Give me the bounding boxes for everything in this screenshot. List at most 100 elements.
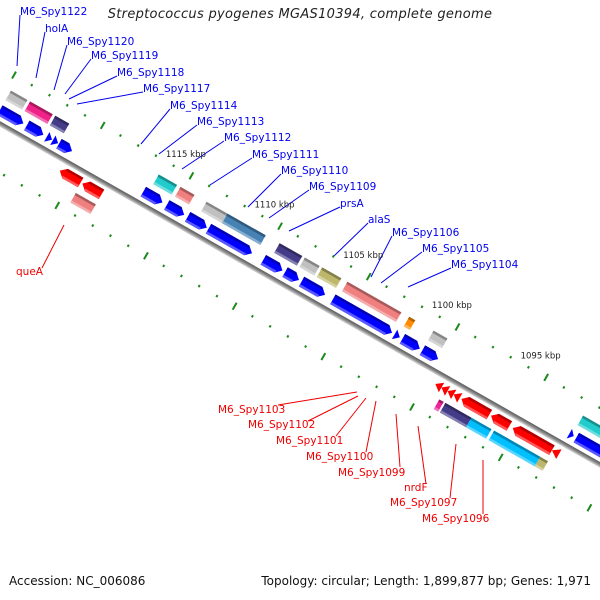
forward-leader-line	[68, 75, 118, 100]
forward-gene-label[interactable]: M6_Spy1113	[197, 116, 264, 128]
cds-feature-rev[interactable]	[510, 423, 555, 455]
forward-gene-label[interactable]: prsA	[340, 198, 364, 210]
minor-tick	[38, 193, 41, 197]
cds-feature-rev[interactable]	[459, 394, 493, 420]
forward-gene-label[interactable]: M6_Spy1120	[67, 36, 134, 48]
reverse-leader-line	[307, 395, 359, 422]
forward-gene-label[interactable]: M6_Spy1105	[422, 243, 489, 255]
minor-tick	[207, 184, 211, 188]
gene-feature-fwd[interactable]	[299, 257, 320, 276]
gene-feature-fwd[interactable]	[5, 90, 28, 110]
forward-gene-label[interactable]: M6_Spy1110	[281, 165, 348, 177]
cds-feature-rev[interactable]	[80, 179, 105, 200]
reverse-gene-label[interactable]: M6_Spy1102	[248, 419, 315, 431]
cds-feature-fwd[interactable]	[140, 186, 166, 207]
minor-tick	[215, 294, 219, 298]
reverse-gene-label[interactable]: queA	[16, 266, 44, 278]
kbp-label: 1105 kbp	[343, 251, 383, 261]
gene-feature-rev[interactable]	[70, 192, 96, 214]
reverse-gene-label[interactable]: M6_Spy1103	[218, 404, 285, 416]
gene-feature-fwd[interactable]	[24, 101, 53, 124]
gene-feature-fwd[interactable]	[274, 243, 303, 266]
forward-gene-label[interactable]: M6_Spy1104	[451, 259, 519, 271]
cds-feature-fwd[interactable]	[184, 212, 210, 232]
cds-feature-rev[interactable]	[445, 386, 457, 400]
cds-feature-fwd[interactable]	[399, 334, 423, 353]
gene-feature-fwd[interactable]	[201, 201, 228, 224]
minor-tick	[446, 425, 449, 429]
reverse-gene-label[interactable]: nrdF	[404, 482, 428, 494]
cds-feature-fwd[interactable]	[330, 294, 395, 338]
forward-gene-label[interactable]: M6_Spy1114	[170, 100, 238, 112]
cds-feature-rev[interactable]	[57, 166, 84, 188]
reverse-gene-label[interactable]: M6_Spy1097	[390, 497, 457, 509]
reverse-gene-label[interactable]: M6_Spy1100	[306, 451, 373, 463]
cds-feature-fwd[interactable]	[573, 432, 600, 463]
gene-feature-rev[interactable]	[534, 456, 548, 471]
reverse-leader-line	[449, 443, 457, 499]
gene-feature-fwd[interactable]	[403, 316, 416, 330]
gene-feature-fwd[interactable]	[428, 330, 448, 349]
gene-feature-fwd[interactable]	[342, 281, 402, 322]
minor-tick	[73, 213, 77, 218]
cds-feature-rev[interactable]	[439, 383, 451, 396]
reverse-leader-line	[277, 391, 358, 406]
forward-gene-label[interactable]: M6_Spy1119	[91, 50, 158, 62]
gene-feature-rev[interactable]	[433, 399, 444, 412]
major-tick	[320, 352, 327, 361]
cds-feature-fwd[interactable]	[391, 329, 403, 343]
gene-feature-fwd[interactable]	[222, 213, 266, 245]
cds-feature-fwd[interactable]	[44, 132, 55, 145]
cds-feature-fwd[interactable]	[566, 428, 577, 441]
cds-feature-fwd[interactable]	[24, 120, 46, 140]
reverse-gene-label[interactable]: M6_Spy1101	[276, 435, 343, 447]
forward-gene-label[interactable]: M6_Spy1106	[392, 227, 460, 239]
cds-feature-fwd[interactable]	[282, 267, 301, 284]
minor-tick	[357, 375, 361, 379]
gene-feature-rev[interactable]	[439, 402, 472, 428]
minor-tick	[428, 415, 432, 419]
cds-feature-rev[interactable]	[433, 379, 445, 393]
gene-feature-fwd[interactable]	[153, 174, 178, 195]
cds-feature-fwd[interactable]	[419, 345, 441, 363]
forward-leader-line	[53, 44, 68, 91]
minor-tick	[296, 234, 300, 238]
minor-tick	[597, 406, 600, 410]
gene-feature-fwd[interactable]	[577, 415, 600, 449]
reverse-gene-label[interactable]: M6_Spy1096	[422, 513, 490, 525]
major-tick	[543, 373, 550, 382]
backbone-shadow	[0, 91, 600, 541]
gene-feature-fwd[interactable]	[316, 267, 342, 288]
cds-feature-rev[interactable]	[488, 411, 513, 431]
gene-feature-rev[interactable]	[488, 430, 541, 467]
gene-feature-fwd[interactable]	[49, 115, 70, 134]
forward-gene-label[interactable]: M6_Spy1111	[252, 149, 319, 161]
cds-feature-fwd[interactable]	[298, 276, 328, 300]
major-tick	[99, 121, 106, 130]
minor-tick	[286, 334, 290, 338]
major-tick	[54, 201, 61, 210]
minor-tick	[154, 154, 158, 158]
forward-gene-label[interactable]: alaS	[368, 214, 391, 226]
minor-tick	[304, 344, 308, 349]
cds-feature-fwd[interactable]	[56, 138, 74, 156]
forward-gene-label[interactable]: M6_Spy1117	[143, 83, 210, 95]
gene-feature-rev[interactable]	[466, 417, 492, 439]
forward-gene-label[interactable]: holA	[45, 23, 69, 35]
minor-tick	[268, 324, 272, 328]
cds-feature-fwd[interactable]	[260, 255, 286, 275]
gene-feature-fwd[interactable]	[175, 186, 195, 205]
cds-feature-fwd[interactable]	[50, 135, 61, 148]
forward-gene-label[interactable]: M6_Spy1118	[117, 67, 184, 79]
cds-feature-fwd[interactable]	[205, 223, 255, 258]
reverse-gene-label[interactable]: M6_Spy1099	[338, 467, 405, 479]
cds-feature-rev[interactable]	[549, 445, 562, 459]
cds-feature-rev[interactable]	[451, 390, 463, 403]
forward-gene-label[interactable]: M6_Spy1109	[309, 181, 376, 193]
forward-gene-label[interactable]: M6_Spy1122	[20, 6, 87, 18]
forward-gene-label[interactable]: M6_Spy1112	[224, 132, 291, 144]
cds-feature-fwd[interactable]	[164, 200, 187, 219]
major-tick	[231, 302, 238, 311]
cds-feature-fwd[interactable]	[0, 105, 26, 128]
